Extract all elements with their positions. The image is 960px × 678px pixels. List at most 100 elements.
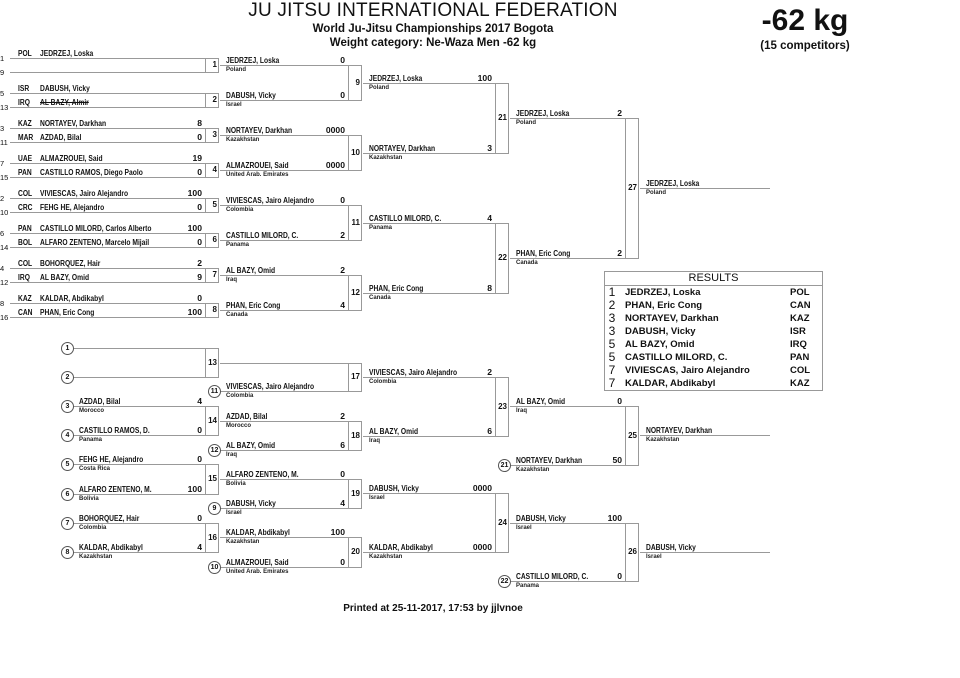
competitor-name: BOHORQUEZ, Hair bbox=[40, 258, 101, 268]
match-score: 6 bbox=[487, 426, 492, 436]
competitor-country: Poland bbox=[226, 67, 247, 73]
reference-circle: 8 bbox=[61, 546, 74, 559]
match-box bbox=[348, 65, 362, 101]
bracket-line bbox=[10, 247, 205, 248]
match-score: 100 bbox=[607, 513, 622, 523]
competitor-name: VIVIESCAS, Jairo Alejandro bbox=[369, 367, 458, 377]
match-score: 100 bbox=[187, 307, 202, 317]
bracket-line bbox=[73, 348, 205, 349]
bracket-line bbox=[73, 464, 205, 465]
match-score: 0 bbox=[340, 90, 345, 100]
country-code: BOL bbox=[18, 237, 33, 247]
result-rank: 3 bbox=[608, 324, 616, 338]
match-number: 9 bbox=[355, 77, 360, 87]
match-score: 4 bbox=[487, 212, 492, 223]
competitor-name: KALDAR, Abdikabyl bbox=[369, 542, 433, 552]
competitor-name: CASTILLO RAMOS, D. bbox=[79, 425, 150, 435]
result-country-code: POL bbox=[790, 287, 810, 298]
competitor-name: JEDRZEJ, Loska bbox=[369, 72, 423, 83]
match-number: 23 bbox=[498, 401, 507, 411]
competitor-country: Kazakhstan bbox=[369, 554, 403, 560]
reference-circle: 10 bbox=[208, 561, 221, 574]
match-box bbox=[205, 348, 219, 378]
bracket-line bbox=[10, 317, 205, 318]
match-score: 6 bbox=[340, 440, 345, 450]
bracket-line bbox=[220, 310, 348, 311]
competitor-country: Morocco bbox=[79, 408, 105, 414]
match-box bbox=[348, 537, 362, 568]
competitor-country: Kazakhstan bbox=[516, 467, 550, 473]
result-name: AL BAZY, Omid bbox=[625, 339, 695, 350]
match-box bbox=[495, 222, 509, 294]
match-score: 100 bbox=[187, 188, 202, 198]
competitor-country: United Arab. Emirates bbox=[226, 172, 289, 178]
match-score: 100 bbox=[187, 223, 202, 233]
result-rank: 1 bbox=[608, 285, 616, 299]
result-name: VIVIESCAS, Jairo Alejandro bbox=[625, 365, 750, 376]
competitor-name: JEDRZEJ, Loska bbox=[646, 177, 700, 188]
reference-circle: 3 bbox=[61, 400, 74, 413]
match-box bbox=[348, 275, 362, 311]
bracket-line bbox=[73, 494, 205, 495]
competitor-country: Canada bbox=[226, 312, 248, 318]
competitor-name: CASTILLO MILORD, C. bbox=[226, 230, 299, 240]
match-score: 0 bbox=[197, 237, 202, 247]
competitor-country: Panama bbox=[79, 437, 103, 443]
match-number: 25 bbox=[628, 430, 637, 440]
bracket-line bbox=[220, 205, 348, 206]
result-rank: 7 bbox=[608, 363, 616, 377]
competitor-name: PHAN, Eric Cong bbox=[369, 282, 424, 293]
match-score: 2 bbox=[617, 107, 622, 118]
result-rank: 5 bbox=[608, 350, 616, 364]
competitor-name: CASTILLO MILORD, C. bbox=[369, 212, 442, 223]
match-number: 12 bbox=[351, 287, 360, 297]
competitor-name: PHAN, Eric Cong bbox=[516, 247, 571, 258]
match-score: 0000 bbox=[472, 542, 492, 552]
bracket-line bbox=[510, 257, 625, 259]
match-box bbox=[205, 406, 219, 436]
competitor-name: ALFARO ZENTENO, Marcelo Mijail bbox=[40, 237, 150, 247]
bracket-line bbox=[640, 552, 770, 553]
seed-number: 10 bbox=[0, 208, 9, 217]
bracket-line bbox=[220, 421, 348, 422]
match-box bbox=[205, 303, 219, 318]
bracket-line bbox=[363, 552, 495, 553]
match-score: 50 bbox=[612, 455, 622, 465]
bracket-line bbox=[10, 107, 205, 108]
competitor-country: Costa Rica bbox=[79, 466, 111, 472]
competitor-country: Israel bbox=[646, 554, 662, 560]
result-name: JEDRZEJ, Loska bbox=[625, 287, 701, 298]
match-number: 21 bbox=[498, 112, 507, 122]
bracket-line bbox=[363, 152, 495, 154]
competitor-name: AL BAZY, Omid bbox=[226, 440, 276, 450]
competitor-country: Colombia bbox=[226, 207, 254, 213]
competitor-country: Kazakhstan bbox=[226, 137, 260, 143]
competitor-country: Panama bbox=[516, 583, 540, 589]
bracket-line bbox=[510, 406, 625, 407]
seed-number: 11 bbox=[0, 138, 8, 147]
match-score: 0 bbox=[197, 513, 202, 523]
country-code: CAN bbox=[18, 307, 33, 317]
bracket-line bbox=[363, 292, 495, 294]
competitor-name: BOHORQUEZ, Hair bbox=[79, 513, 140, 523]
match-score: 100 bbox=[477, 72, 492, 83]
match-score: 9 bbox=[197, 272, 202, 282]
match-score: 4 bbox=[197, 396, 202, 406]
competitor-country: Iraq bbox=[226, 452, 238, 458]
reference-circle: 22 bbox=[498, 575, 511, 588]
bracket-line bbox=[220, 450, 348, 451]
reference-circle: 9 bbox=[208, 502, 221, 515]
results-row: 1 JEDRZEJ, Loska POL bbox=[605, 286, 822, 299]
competitor-name: ALMAZROUEI, Said bbox=[40, 153, 103, 163]
bracket-line bbox=[220, 240, 348, 241]
competitor-country: Panama bbox=[369, 224, 393, 231]
bracket-line bbox=[363, 493, 495, 494]
bracket-line bbox=[10, 128, 205, 129]
competitor-name: CASTILLO MILORD, C. bbox=[516, 571, 589, 581]
match-box bbox=[495, 377, 509, 437]
match-box bbox=[205, 93, 219, 108]
match-score: 8 bbox=[487, 282, 492, 293]
country-code: IRQ bbox=[18, 272, 30, 282]
country-code: PAN bbox=[18, 167, 32, 177]
